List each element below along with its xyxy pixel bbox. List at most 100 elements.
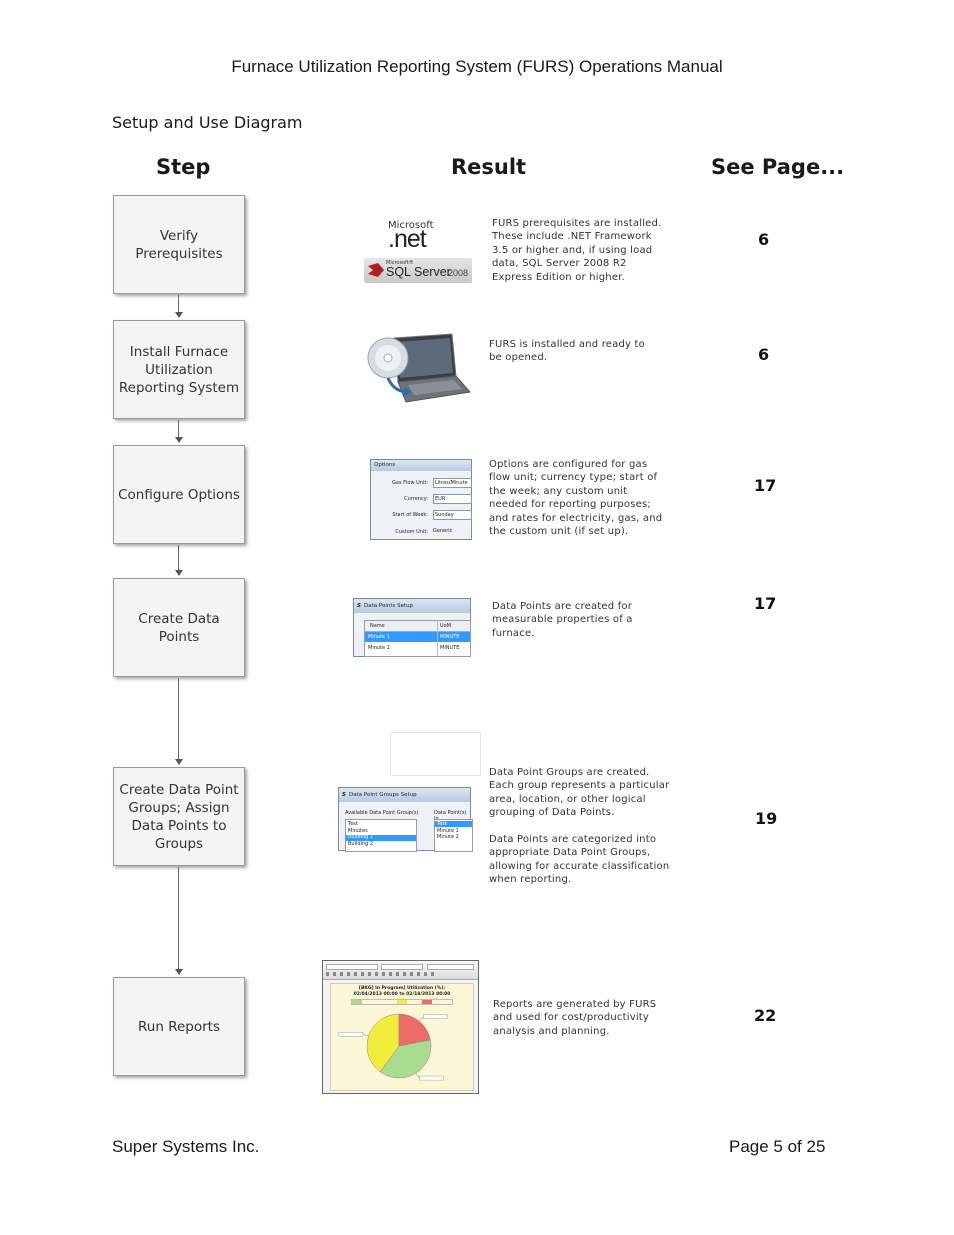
pie-slice xyxy=(379,1039,432,1079)
grid-cell-name: Minute 1 xyxy=(368,634,390,640)
page-reference: 19 xyxy=(755,809,778,828)
step-verify-prerequisites: Verify Prerequisites xyxy=(113,195,245,294)
footer-company: Super Systems Inc. xyxy=(112,1137,260,1156)
connector-line xyxy=(178,545,179,570)
connector-arrow xyxy=(175,437,183,443)
microsoft-wordmark: Microsoft xyxy=(388,220,434,231)
page-reference: 6 xyxy=(758,230,770,249)
connector-line xyxy=(178,867,179,969)
sql-server-icon xyxy=(368,263,384,277)
option-value: Litres/Minute xyxy=(433,478,472,488)
prerequisites-logos: Microsoft .net Microsoft® SQL Server 200… xyxy=(364,218,474,286)
column-header-result: Result xyxy=(451,155,527,179)
report-chart-subtitle: 02/04/2013 00:00 to 02/18/2013 00:00 xyxy=(353,992,451,997)
data-points-grid: Name UoM Minute 1 MINUTE Minute 2 MINUTE xyxy=(364,620,471,657)
dotnet-logo: .net xyxy=(388,225,427,253)
grid-header-name: Name xyxy=(370,623,385,629)
list-item: Minute 2 xyxy=(437,834,459,840)
connector-line xyxy=(178,295,179,312)
report-legend xyxy=(351,999,453,1005)
options-dialog-screenshot: Options Gas Flow Unit: Litres/Minute Cur… xyxy=(370,459,472,540)
result-text: Reports are generated by FURS and used f… xyxy=(493,999,657,1037)
list-item: Building 2 xyxy=(348,840,374,847)
result-text: FURS prerequisites are installed. These … xyxy=(492,218,662,283)
option-label: Currency: xyxy=(404,496,428,502)
footer-page-number: Page 5 of 25 xyxy=(729,1137,826,1156)
result-text: Data Point Groups are created. Each grou… xyxy=(489,767,670,819)
grid-header xyxy=(365,621,470,632)
step-run-reports: Run Reports xyxy=(113,977,245,1076)
list-item: Building 1 xyxy=(348,834,374,840)
document-header: Furnace Utilization Reporting System (FU… xyxy=(231,57,723,76)
column-header-see-page: See Page... xyxy=(711,155,845,179)
step-create-data-point-groups: Create Data Point Groups; Assign Data Po… xyxy=(113,767,245,866)
page-reference: 6 xyxy=(758,345,770,364)
connector-arrow xyxy=(175,969,183,975)
result-text-secondary: Data Points are categorized into appropr… xyxy=(489,834,670,886)
report-type-select xyxy=(427,964,474,970)
list-item: Minutes xyxy=(348,827,368,834)
pie-slice-label-box xyxy=(423,1014,448,1019)
app-icon: S xyxy=(342,792,346,798)
grid-cell-uom: MINUTE xyxy=(440,634,460,640)
list-selection xyxy=(346,835,416,841)
start-date-field xyxy=(326,964,378,970)
groups-dialog-title: Data Point Groups Setup xyxy=(348,792,417,798)
step-create-data-points: Create Data Points xyxy=(113,578,245,677)
list-item: Test xyxy=(348,821,358,827)
grid-header-uom: UoM xyxy=(440,623,452,629)
pie-chart xyxy=(338,1013,448,1081)
sql-server-label: SQL Server xyxy=(386,265,451,279)
option-label: Start of Week: xyxy=(392,512,428,518)
result-text: Options are configured for gas flow unit… xyxy=(489,459,663,538)
end-date-field xyxy=(381,964,423,970)
page-reference: 17 xyxy=(754,476,777,495)
step-configure-options: Configure Options xyxy=(113,445,245,544)
connector-line xyxy=(178,678,179,759)
pie-leader-line xyxy=(419,1016,424,1022)
app-icon: S xyxy=(357,603,361,609)
data-points-dialog-title: Data Points Setup xyxy=(363,603,414,609)
step-install-furs: Install Furnace Utilization Reporting Sy… xyxy=(113,320,245,419)
section-title: Setup and Use Diagram xyxy=(112,113,303,132)
blank-frame xyxy=(390,732,481,776)
connector-line xyxy=(178,420,179,437)
connector-arrow xyxy=(175,759,183,765)
report-toolbar xyxy=(323,961,478,980)
grid-row-selected xyxy=(365,632,470,642)
available-groups-label: Available Data Point Group(s) xyxy=(345,810,419,816)
options-dialog-title: Options xyxy=(371,460,471,471)
sql-microsoft-label: Microsoft® xyxy=(386,260,414,266)
result-text: Data Points are created for measurable p… xyxy=(492,601,633,639)
list-item: Minute 1 xyxy=(437,827,459,834)
option-value: Sunday xyxy=(433,510,472,520)
pie-leader-line xyxy=(415,1072,420,1079)
pie-slice-label-box xyxy=(419,1075,444,1081)
report-chart-title: [BKG] In Program] Utilization (%): xyxy=(358,986,446,991)
option-value: Generic xyxy=(433,528,453,534)
option-label: Gas Flow Unit: xyxy=(392,480,428,486)
grid-divider xyxy=(437,621,438,656)
column-header-step: Step xyxy=(156,155,211,179)
page-reference: 17 xyxy=(754,594,777,613)
connector-arrow xyxy=(175,312,183,318)
list-item: Test xyxy=(437,821,447,827)
grid-cell-name: Minute 2 xyxy=(368,645,390,651)
pie-slice xyxy=(366,1013,400,1073)
grid-cell-uom: MINUTE xyxy=(440,645,460,651)
result-text: FURS is installed and ready to be opened… xyxy=(489,339,645,364)
option-label: Custom Unit: xyxy=(395,529,428,535)
report-chart-area: [BKG] In Program] Utilization (%): 02/04… xyxy=(330,983,474,1091)
pie-slice-label-box xyxy=(338,1032,364,1037)
list-selection xyxy=(435,821,472,827)
viewer-nav-icons xyxy=(326,972,436,976)
install-laptop-illustration xyxy=(367,333,471,403)
sql-year-label: 2008 xyxy=(448,268,469,278)
